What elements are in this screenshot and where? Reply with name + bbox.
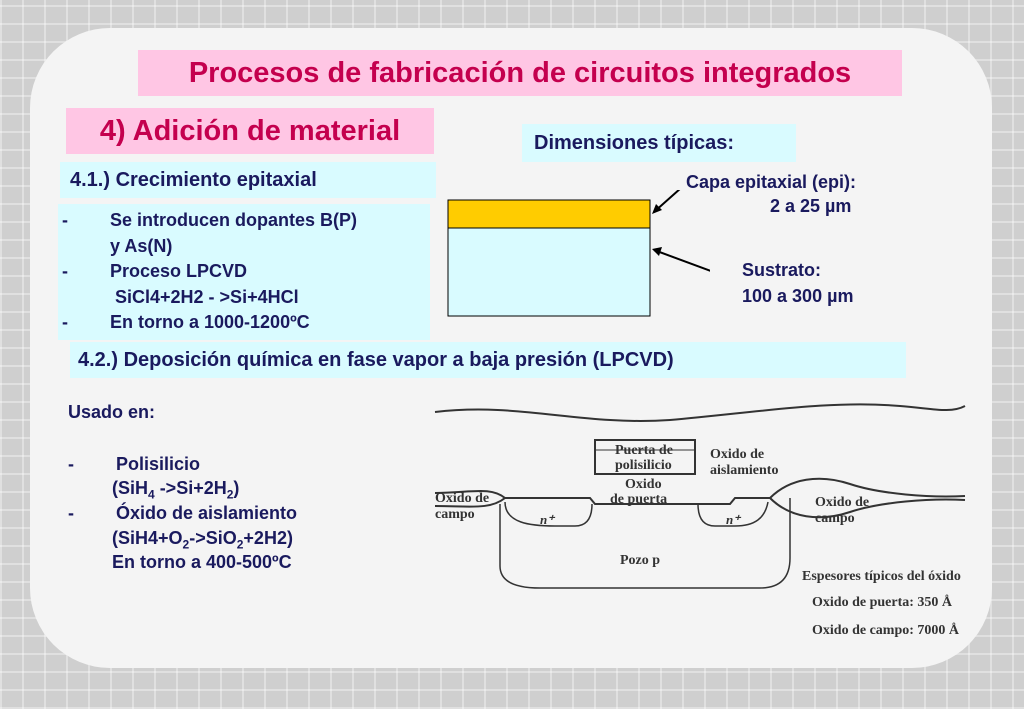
gate-oxide-label-1: Oxido bbox=[625, 477, 662, 492]
field-oxide-left-label-1: Oxido de bbox=[435, 491, 489, 506]
list-item: y As(N) bbox=[62, 234, 430, 260]
gate-label-1: Puerta de bbox=[615, 443, 673, 458]
bullet-text: Proceso LPCVD bbox=[110, 261, 248, 281]
epitaxial-bullet-list: - Se introducen dopantes B(P) y As(N) - Pr… bbox=[58, 204, 430, 340]
field-oxide-right bbox=[769, 477, 966, 519]
bullet-dash: - bbox=[62, 261, 68, 281]
isolation-oxide-label-1: Oxido de bbox=[710, 447, 764, 462]
bullet-text: y As(N) bbox=[110, 235, 173, 256]
temperature-range: En torno a 400-500ºC bbox=[112, 552, 292, 572]
p-well-label: Pozo p bbox=[620, 553, 660, 568]
n-plus-right-region bbox=[697, 501, 769, 527]
isolation-oxide-item: Óxido de aislamiento bbox=[116, 503, 298, 523]
substrate-value: 100 a 300 µm bbox=[742, 286, 854, 306]
bullet-text: Se introducen dopantes B(P) bbox=[110, 210, 358, 230]
list-item: - En torno a 1000-1200ºC bbox=[62, 310, 430, 336]
field-oxide-right-label-1: Oxido de bbox=[815, 495, 869, 510]
isolation-oxide-label-2: aislamiento bbox=[710, 463, 778, 478]
epi-value: 2 a 25 µm bbox=[770, 196, 852, 216]
epitaxial-layer-diagram bbox=[447, 190, 710, 317]
slide-title: Procesos de fabricación de circuitos int… bbox=[138, 50, 902, 96]
field-oxide-right-label-2: campo bbox=[815, 511, 855, 526]
gate-oxide-thickness: Oxido de puerta: 350 Å bbox=[812, 594, 953, 610]
n-plus-left-region bbox=[504, 501, 593, 527]
epi-layer bbox=[447, 199, 651, 229]
list-item: SiCl4+2H2 - >Si+4HCl bbox=[62, 285, 430, 311]
epi-label: Capa epitaxial (epi): bbox=[686, 172, 857, 192]
list-item: - Se introducen dopantes B(P) bbox=[62, 208, 430, 234]
gate-oxide-label-2: de puerta bbox=[610, 492, 667, 507]
substrate-label: Sustrato: bbox=[742, 260, 822, 280]
dimensions-heading: Dimensiones típicas: bbox=[522, 124, 796, 162]
field-oxide-thickness: Oxido de campo: 7000 Å bbox=[812, 622, 960, 638]
substrate-layer bbox=[447, 227, 651, 317]
substrate-arrow bbox=[653, 249, 710, 272]
list-item: - Proceso LPCVD bbox=[62, 259, 430, 285]
mos-cross-section-diagram: Oxido de campo Puerta de polisilicio Oxi… bbox=[434, 403, 966, 638]
bullet-dash: - bbox=[68, 454, 74, 474]
polysilicon-reaction: (SiH4 ->Si+2H2) bbox=[112, 478, 240, 502]
bullet-text: SiCl4+2H2 - >Si+4HCl bbox=[110, 286, 299, 307]
bullet-dash: - bbox=[62, 210, 68, 230]
polysilicon-gate bbox=[594, 439, 696, 475]
substrate-arrow-head bbox=[652, 247, 662, 256]
bullet-dash: - bbox=[68, 503, 74, 523]
used-in-heading: Usado en: bbox=[68, 402, 156, 422]
thickness-heading: Espesores típicos del óxido bbox=[802, 569, 961, 584]
gate-label-2: polisilicio bbox=[615, 458, 672, 473]
p-well-region bbox=[499, 498, 791, 589]
epi-arrow bbox=[653, 190, 681, 213]
field-oxide-left-label-2: campo bbox=[435, 507, 475, 522]
silicon-surface bbox=[505, 497, 770, 505]
bullet-dash: - bbox=[62, 312, 68, 332]
break-line bbox=[434, 403, 966, 422]
n-plus-left-label: n⁺ bbox=[540, 512, 556, 527]
bullet-text: En torno a 1000-1200ºC bbox=[110, 312, 310, 332]
subsection-epitaxial: 4.1.) Crecimiento epitaxial bbox=[60, 162, 436, 198]
polysilicon-item: Polisilicio bbox=[116, 454, 201, 474]
oxide-reaction: (SiH4+O2->SiO2+2H2) bbox=[112, 528, 293, 552]
subsection-lpcvd: 4.2.) Deposición química en fase vapor a… bbox=[70, 342, 906, 378]
section-heading: 4) Adición de material bbox=[66, 108, 434, 154]
n-plus-right-label: n⁺ bbox=[726, 512, 742, 527]
epi-arrow-head bbox=[652, 204, 662, 214]
